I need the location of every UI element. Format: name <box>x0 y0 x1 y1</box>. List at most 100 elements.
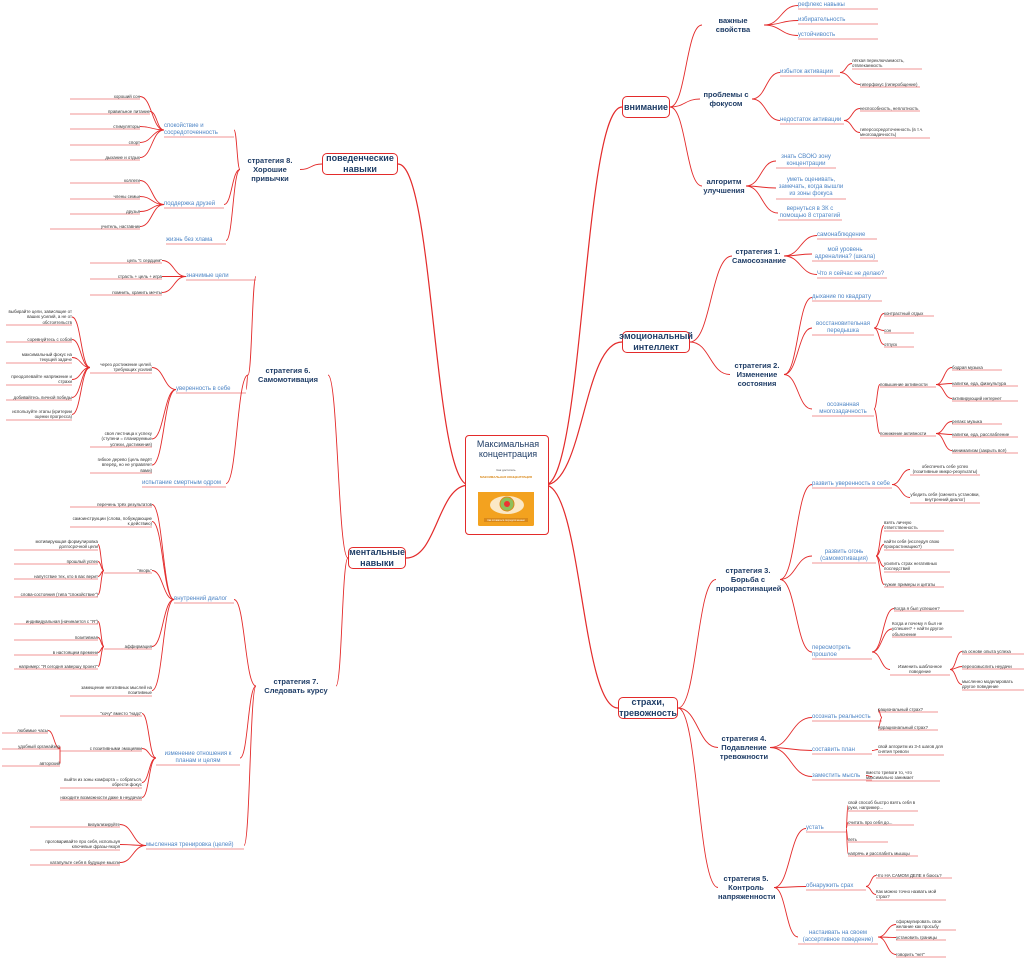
strategy-node-s1[interactable]: стратегия 1. Самосознание <box>732 247 787 265</box>
leaf-node-lack2[interactable]: гиперсосредоточенность (в т.ч. многозада… <box>860 127 924 138</box>
leaf-node-s5c3[interactable]: говорить "нет" <box>896 952 925 957</box>
leaf-node-s8a5[interactable]: дыхание и отдых <box>105 155 140 160</box>
leaf-node-s6b11[interactable]: выбирайте цели, зависящие от ваших усили… <box>8 309 72 325</box>
subtopic-node-s2a[interactable]: дыхание по квадрату <box>812 294 871 300</box>
subtopic-node-s4a[interactable]: осознать реальность <box>812 714 871 720</box>
leaf-node-s7a5[interactable]: замещение негативных мыслей на позитивны… <box>81 685 152 696</box>
subtopic-node-excess[interactable]: избыток активации <box>780 69 833 75</box>
leaf-node-s4a1[interactable]: рациональный страх? <box>878 707 923 712</box>
strategy-node-s5[interactable]: стратегия 5. Контроль напряженности <box>718 874 776 901</box>
leaf-node-s8a2[interactable]: правильное питание <box>108 109 150 114</box>
subtopic-node-props2[interactable]: избирательность <box>798 17 846 23</box>
leaf-node-s3c31[interactable]: на основе опыта успеха <box>962 649 1011 654</box>
leaf-node-s3c1[interactable]: Когда я был успешен? <box>894 606 940 611</box>
subtopic-node-lack[interactable]: недостаток активации <box>780 117 842 123</box>
leaf-node-s6b2[interactable]: своя лестница к успеху (ступени = планир… <box>101 431 152 447</box>
leaf-node-s6b3[interactable]: гибкое дерево (цель ведёт вперёд, но не … <box>97 457 152 473</box>
main-branch-mental[interactable]: ментальные навыки <box>348 547 406 569</box>
subtopic-node-s8a[interactable]: спокойствие и сосредоточенность <box>164 123 218 137</box>
leaf-node-s6b13[interactable]: максимальный фокус на текущей задаче <box>21 352 72 363</box>
leaf-node-s7a3[interactable]: "якорь" <box>137 568 152 573</box>
leaf-node-s2b3[interactable]: отпуск <box>884 342 897 347</box>
leaf-node-s5a1[interactable]: свой способ быстро взять себя в руки, на… <box>848 800 916 811</box>
leaf-node-s7b21[interactable]: любимые часы <box>17 728 48 733</box>
subtopic-node-s8c[interactable]: жизнь без хлама <box>166 237 213 243</box>
leaf-node-s8a1[interactable]: хороший сон <box>113 94 140 99</box>
leaf-node-s2c22[interactable]: напитки, еда, расслабление <box>952 432 1010 437</box>
leaf-node-s4b1[interactable]: свой алгоритм из 3-4 шагов для снятия тр… <box>878 744 943 755</box>
leaf-node-excess1[interactable]: лёгкая переключаемость, отвлекаемость <box>852 58 905 69</box>
subtopic-node-s5a[interactable]: устать <box>806 825 824 831</box>
leaf-node-s2c13[interactable]: активирующий интернет <box>952 396 1002 401</box>
subtopic-node-s6b[interactable]: уверенность в себе <box>176 386 231 392</box>
subtopic-node-s1c[interactable]: Что я сейчас не делаю? <box>817 271 885 277</box>
leaf-node-s7a2[interactable]: самоинструкции (слова, побуждающие к дей… <box>72 516 152 527</box>
leaf-node-s7a34[interactable]: слова-состояния (типа "спокойствие") <box>20 592 98 597</box>
subtopic-node-algo1[interactable]: знать СВОЮ зону концентрации <box>781 154 831 168</box>
leaf-node-s6a3[interactable]: помнить, хранить мечты <box>112 290 162 295</box>
subtopic-node-s7a[interactable]: внутренний диалог <box>174 596 228 602</box>
leaf-node-s3b4[interactable]: чужие примеры и цитаты <box>884 582 936 587</box>
leaf-node-s6b1[interactable]: через достижение целей, требующих усилий <box>100 362 152 373</box>
subtopic-node-algo2[interactable]: уметь оценивать, замечать, когда вышли и… <box>778 177 844 198</box>
subtopic-node-s2c[interactable]: осознанная многозадачность <box>819 402 867 416</box>
leaf-node-s5c1[interactable]: сформулировать свое желание как просьбу <box>896 919 942 930</box>
subtopic-node-s5b[interactable]: обнаружить срах <box>806 883 854 889</box>
leaf-node-s2c21[interactable]: релакс музыка <box>952 419 983 424</box>
leaf-node-s3b1[interactable]: взять личную ответственность <box>884 520 918 531</box>
main-branch-behav[interactable]: поведенческие навыки <box>322 153 398 175</box>
subtopic-node-s1b[interactable]: мой уровень адреналина? (шкала) <box>814 247 876 261</box>
leaf-node-s6b14[interactable]: преодолевайте напряжение и страхи <box>11 374 72 385</box>
leaf-node-s7a32[interactable]: прошлый успех <box>66 559 98 564</box>
leaf-node-s3b3[interactable]: усилить страх негативных последствий <box>884 561 938 572</box>
subtopic-node-props1[interactable]: рефлекс навыкы <box>798 2 845 8</box>
leaf-node-s7a31[interactable]: мотивирующая формулировка долгосрочной ц… <box>35 539 99 550</box>
leaf-node-s7c1[interactable]: визуализируйте <box>87 822 120 827</box>
leaf-node-s7b4[interactable]: находите возможности даже в неудачах <box>60 795 142 800</box>
leaf-node-s8a4[interactable]: спорт <box>128 140 140 145</box>
leaf-node-s6b16[interactable]: используйте этапы (критерии оценки прогр… <box>12 409 72 420</box>
leaf-node-s3b2[interactable]: найти себя (исследуя свою прокрастинацию… <box>884 539 940 550</box>
leaf-node-s3a1[interactable]: обеспечить себе успех (позитивные микро-… <box>912 464 978 475</box>
leaf-node-s8b1[interactable]: коллеги <box>124 178 140 183</box>
leaf-node-s5b2[interactable]: Как можно точно назвать мой страх? <box>876 889 937 900</box>
strategy-node-algo[interactable]: алгоритм улучшения <box>703 177 745 195</box>
leaf-node-s7a42[interactable]: позитивная <box>74 635 98 640</box>
leaf-node-s2c1[interactable]: повышение активности <box>880 382 928 387</box>
leaf-node-s7c3[interactable]: катапульте себя в будущее мысли <box>50 860 120 865</box>
main-branch-fears[interactable]: страхи, тревожность <box>618 697 678 719</box>
leaf-node-s7b23[interactable]: авторский <box>39 761 60 766</box>
subtopic-node-s4c[interactable]: заместить мысль <box>812 773 861 779</box>
leaf-node-s7b22[interactable]: удобный органайзер <box>18 744 60 749</box>
strategy-node-props[interactable]: важные свойства <box>715 16 751 34</box>
leaf-node-s3c33[interactable]: мысленно моделировать другое поведение <box>962 679 1013 690</box>
leaf-node-lack1[interactable]: неспособность, неплотность <box>860 106 919 111</box>
subtopic-node-algo3[interactable]: вернуться в ЗК с помощью 8 стратегий <box>779 206 841 220</box>
leaf-node-s3c32[interactable]: переосмыслить неудачи <box>962 664 1012 669</box>
subtopic-node-s6c[interactable]: испытание смертным одром <box>142 480 221 486</box>
leaf-node-s8a3[interactable]: стимуляторы <box>113 124 140 129</box>
leaf-node-s5a2[interactable]: считать про себя до... <box>848 820 893 825</box>
leaf-node-s2c11[interactable]: бодрая музыка <box>952 365 983 370</box>
subtopic-node-s5c[interactable]: настаивать на своем (ассертивное поведен… <box>802 930 874 944</box>
leaf-node-s7a43[interactable]: в настоящем времени <box>52 650 98 655</box>
leaf-node-s4a2[interactable]: иррациональный страх? <box>878 725 928 730</box>
leaf-node-s2c2[interactable]: понижение активности <box>880 431 927 436</box>
leaf-node-s7b2[interactable]: с позитивными эмоциями <box>89 746 142 751</box>
strategy-node-s8[interactable]: стратегия 8. Хорошие привычки <box>247 156 293 183</box>
leaf-node-s8b4[interactable]: учитель, наставник <box>100 224 140 229</box>
leaf-node-s3c3[interactable]: Изменить шаблонное поведение <box>897 664 943 675</box>
leaf-node-s7a1[interactable]: перечень трёх результатов <box>97 502 152 507</box>
leaf-node-excess2[interactable]: гиперфокус (гиперобщение) <box>860 82 918 87</box>
leaf-node-s4c1[interactable]: вместо тревоги то, что максимально заним… <box>866 770 914 781</box>
central-topic[interactable]: Максимальная концентрация Как достигать … <box>465 435 549 535</box>
strategy-node-s3[interactable]: стратегия 3. Борьба с прокрастинацией <box>716 566 782 593</box>
leaf-node-s2c23[interactable]: минимализм (закрыть всё) <box>952 448 1007 453</box>
strategy-node-s4[interactable]: стратегия 4. Подавление тревожности <box>719 734 769 761</box>
leaf-node-s2b2[interactable]: сон <box>884 328 892 333</box>
leaf-node-s3c2[interactable]: Когда и почему я был не успешен? + найти… <box>892 621 944 637</box>
leaf-node-s5a3[interactable]: петь <box>848 837 857 842</box>
leaf-node-s2b1[interactable]: контрастный отдых <box>884 311 924 316</box>
leaf-node-s3a2[interactable]: убедить себя (сменить установки, внутрен… <box>910 492 980 503</box>
leaf-node-s7a33[interactable]: напутствие тех, кто в вас верит <box>34 574 98 579</box>
